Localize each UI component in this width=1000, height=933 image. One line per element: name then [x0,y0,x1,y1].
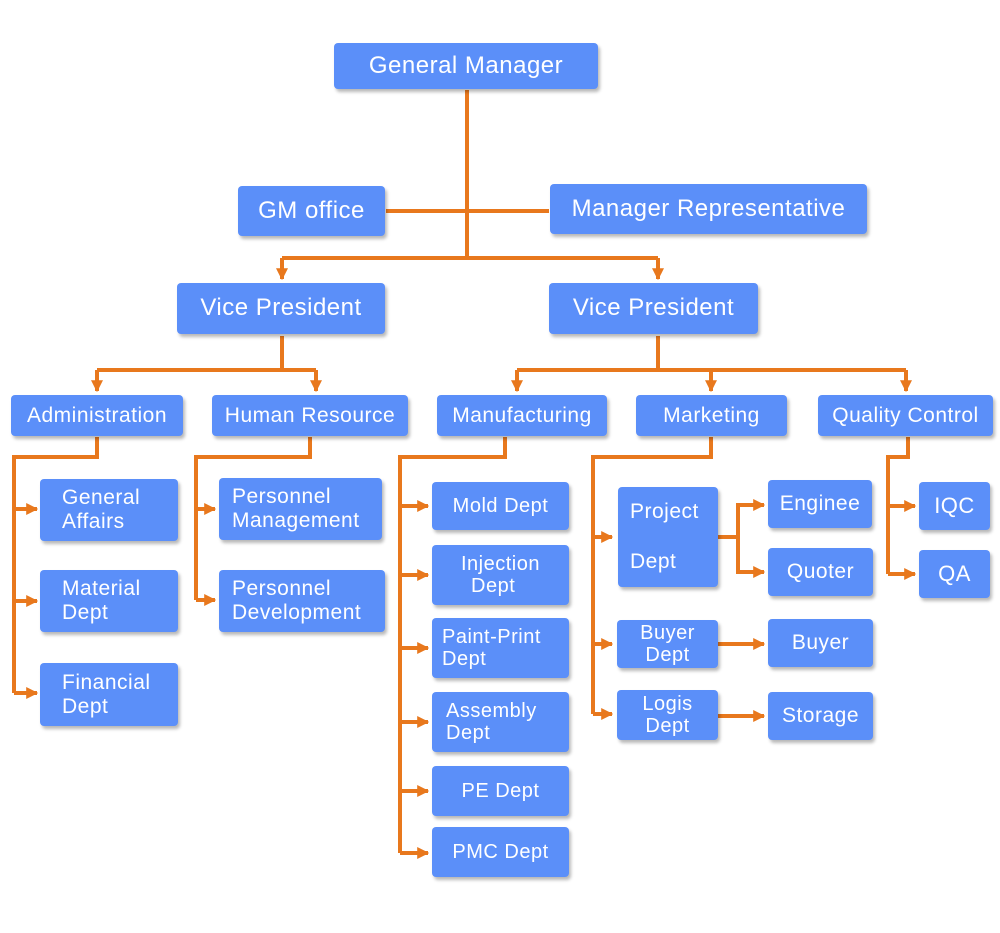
pe-dept-box: PE Dept [432,766,569,816]
connector-project-split [718,499,766,539]
mold-dept-box: Mold Dept [432,482,569,530]
assembly-dept-line1: Assembly [446,699,537,722]
pmc-dept-box: PMC Dept [432,827,569,877]
storage-label: Storage [781,704,860,728]
injection-dept-line1: Injection [461,552,540,575]
general-affairs-line2: Affairs [62,510,125,533]
human-resource-label: Human Resource [224,403,396,427]
project-dept-line2: Dept [630,550,677,573]
marketing-label: Marketing [663,403,760,427]
engineer-box: Enginee [768,480,872,528]
project-dept-line1: Project [630,500,699,523]
administration-label: Administration [26,403,168,427]
quality-control-label: Quality Control [832,403,979,427]
qa-box: QA [919,550,990,598]
vice-president-right-label: Vice President [572,294,735,322]
buyer-label: Buyer [791,631,850,655]
qa-label: QA [938,560,971,586]
general-manager-label: General Manager [368,51,564,79]
manufacturing-label: Manufacturing [452,403,592,427]
general-manager-box: General Manager [334,43,598,89]
personnel-management-line1: Personnel [232,485,332,509]
financial-dept-line2: Dept [62,694,109,718]
injection-dept-line2: Dept [471,575,516,597]
engineer-label: Enginee [779,492,861,516]
pmc-dept-label: PMC Dept [452,840,549,863]
buyer-box: Buyer [768,619,873,667]
connector-mkt-spine [591,437,713,714]
quoter-box: Quoter [768,548,873,596]
marketing-box: Marketing [636,395,787,436]
quoter-label: Quoter [786,560,855,584]
logis-dept-line1: Logis [642,692,693,715]
paint-print-dept-line2: Dept [442,648,487,670]
pe-dept-label: PE Dept [461,779,540,802]
general-affairs-line1: General [62,486,141,510]
buyer-dept-line2: Dept [645,644,690,666]
manager-representative-box: Manager Representative [550,184,867,234]
human-resource-box: Human Resource [212,395,408,436]
iqc-label: IQC [934,492,975,518]
personnel-development-line1: Personnel [232,577,332,601]
financial-dept-line1: Financial [62,670,151,694]
personnel-management-line2: Management [232,509,360,532]
vice-president-left-box: Vice President [177,283,385,334]
manufacturing-box: Manufacturing [437,395,607,436]
mold-dept-label: Mold Dept [452,494,549,517]
connector-to-quoter [736,537,766,578]
buyer-dept-line1: Buyer [640,621,695,644]
personnel-development-line2: Development [232,601,362,624]
connector-admin-spine [12,437,99,693]
vice-president-right-box: Vice President [549,283,758,334]
vice-president-left-label: Vice President [200,294,362,322]
connector-qc-spine [886,437,910,574]
assembly-dept-line2: Dept [446,722,491,744]
gm-office-box: GM office [238,186,385,236]
iqc-box: IQC [919,482,990,530]
storage-box: Storage [768,692,873,740]
connector-mfg-spine [398,437,507,853]
material-dept-line1: Material [62,577,141,601]
material-dept-line2: Dept [62,601,109,624]
manager-representative-label: Manager Representative [571,194,846,222]
logis-dept-line2: Dept [645,715,690,737]
gm-office-label: GM office [258,196,365,224]
administration-box: Administration [11,395,183,436]
paint-print-dept-line1: Paint-Print [442,625,541,648]
quality-control-box: Quality Control [818,395,993,436]
connector-hr-spine [194,437,312,600]
